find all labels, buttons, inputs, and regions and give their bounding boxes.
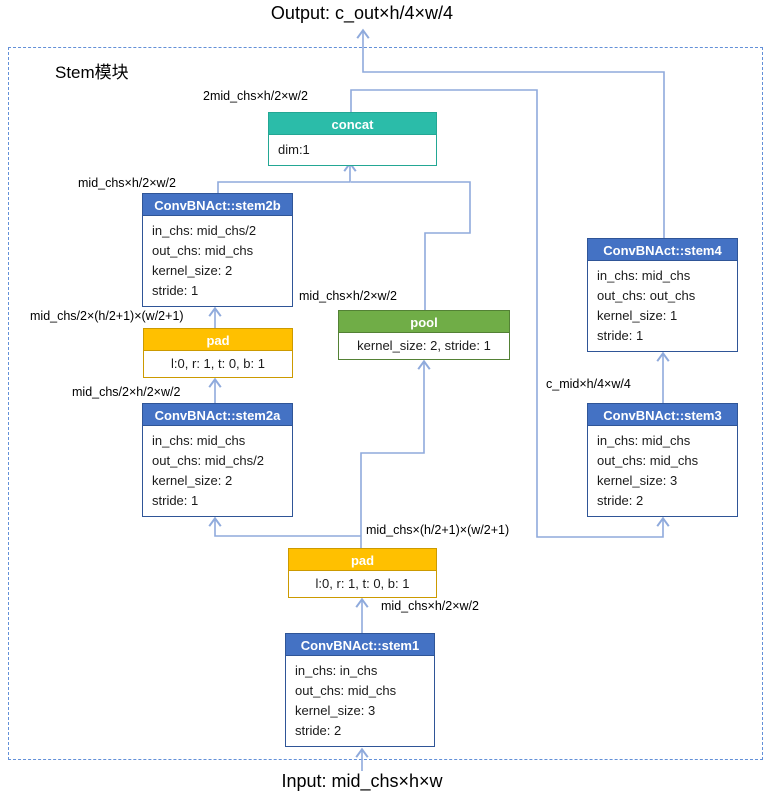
node-stem1-param: kernel_size: 3 bbox=[295, 703, 376, 718]
node-concat: concat dim:1 bbox=[268, 112, 437, 166]
node-stem2b-param: out_chs: mid_chs bbox=[152, 243, 254, 258]
node-stem4-param: stride: 1 bbox=[597, 328, 644, 343]
input-shape-label: Input: mid_chs×h×w bbox=[281, 771, 443, 791]
node-stem1-param: stride: 2 bbox=[295, 723, 342, 738]
node-stem3-param: out_chs: mid_chs bbox=[597, 453, 699, 468]
node-stem4-param: in_chs: mid_chs bbox=[597, 268, 691, 283]
node-stem4: ConvBNAct::stem4 in_chs: mid_chs out_chs… bbox=[587, 238, 738, 352]
node-pad-left-header: pad bbox=[143, 328, 293, 351]
edge-pad-to-stem2a bbox=[208, 516, 361, 537]
node-stem3-param: stride: 2 bbox=[597, 493, 644, 508]
edge-stem4-to-output bbox=[356, 28, 665, 238]
node-stem3: ConvBNAct::stem3 in_chs: mid_chs out_chs… bbox=[587, 403, 738, 517]
label-padleft-output: mid_chs/2×(h/2+1)×(w/2+1) bbox=[30, 309, 184, 323]
label-stem2b-output: mid_chs×h/2×w/2 bbox=[78, 176, 176, 190]
node-pad-bottom: pad l:0, r: 1, t: 0, b: 1 bbox=[288, 548, 437, 598]
node-pool: pool kernel_size: 2, stride: 1 bbox=[338, 310, 510, 360]
node-stem2b-header: ConvBNAct::stem2b bbox=[142, 193, 293, 216]
label-concat-output: 2mid_chs×h/2×w/2 bbox=[203, 89, 308, 103]
label-stem3-output: c_mid×h/4×w/4 bbox=[546, 377, 631, 391]
edge-concat-to-stem3 bbox=[350, 89, 670, 538]
node-stem1-header: ConvBNAct::stem1 bbox=[285, 633, 435, 656]
node-stem4-header: ConvBNAct::stem4 bbox=[587, 238, 738, 261]
node-stem4-param: kernel_size: 1 bbox=[597, 308, 678, 323]
edge-stem2b-to-concat bbox=[217, 161, 357, 193]
node-stem2a: ConvBNAct::stem2a in_chs: mid_chs out_ch… bbox=[142, 403, 293, 517]
edge-pool-to-concat bbox=[351, 181, 471, 310]
label-pad-output: mid_chs×(h/2+1)×(w/2+1) bbox=[366, 523, 510, 537]
node-pad-left-param: l:0, r: 1, t: 0, b: 1 bbox=[171, 356, 265, 371]
node-pad-left: pad l:0, r: 1, t: 0, b: 1 bbox=[143, 328, 293, 378]
node-stem3-param: kernel_size: 3 bbox=[597, 473, 678, 488]
module-title: Stem模块 bbox=[55, 63, 129, 82]
node-stem2b-param: stride: 1 bbox=[152, 283, 199, 298]
node-stem1-param: out_chs: mid_chs bbox=[295, 683, 397, 698]
node-stem2b-param: in_chs: mid_chs/2 bbox=[152, 223, 257, 238]
node-stem1-param: in_chs: in_chs bbox=[295, 663, 378, 678]
node-pad-bottom-header: pad bbox=[288, 548, 437, 571]
node-pad-bottom-param: l:0, r: 1, t: 0, b: 1 bbox=[315, 576, 410, 591]
label-pool-output: mid_chs×h/2×w/2 bbox=[299, 289, 397, 303]
label-stem1-output: mid_chs×h/2×w/2 bbox=[381, 599, 479, 613]
node-concat-header: concat bbox=[268, 112, 437, 135]
output-shape-label: Output: c_out×h/4×w/4 bbox=[270, 3, 454, 23]
node-pool-header: pool bbox=[338, 310, 510, 333]
node-stem2a-param: in_chs: mid_chs bbox=[152, 433, 246, 448]
stem-module-boundary bbox=[8, 47, 763, 760]
node-stem3-header: ConvBNAct::stem3 bbox=[587, 403, 738, 426]
node-stem2b-param: kernel_size: 2 bbox=[152, 263, 233, 278]
node-pool-param: kernel_size: 2, stride: 1 bbox=[357, 338, 491, 353]
label-stem2a-output: mid_chs/2×h/2×w/2 bbox=[72, 385, 181, 399]
node-stem2b: ConvBNAct::stem2b in_chs: mid_chs/2 out_… bbox=[142, 193, 293, 307]
node-stem2a-param: out_chs: mid_chs/2 bbox=[152, 453, 265, 468]
node-stem1: ConvBNAct::stem1 in_chs: in_chs out_chs:… bbox=[285, 633, 435, 747]
node-stem2a-param: stride: 1 bbox=[152, 493, 199, 508]
node-stem2a-param: kernel_size: 2 bbox=[152, 473, 233, 488]
node-concat-param: dim:1 bbox=[278, 142, 310, 157]
node-stem2a-header: ConvBNAct::stem2a bbox=[142, 403, 293, 426]
node-stem4-param: out_chs: out_chs bbox=[597, 288, 696, 303]
edge-pad-to-pool bbox=[360, 359, 431, 548]
node-stem3-param: in_chs: mid_chs bbox=[597, 433, 691, 448]
